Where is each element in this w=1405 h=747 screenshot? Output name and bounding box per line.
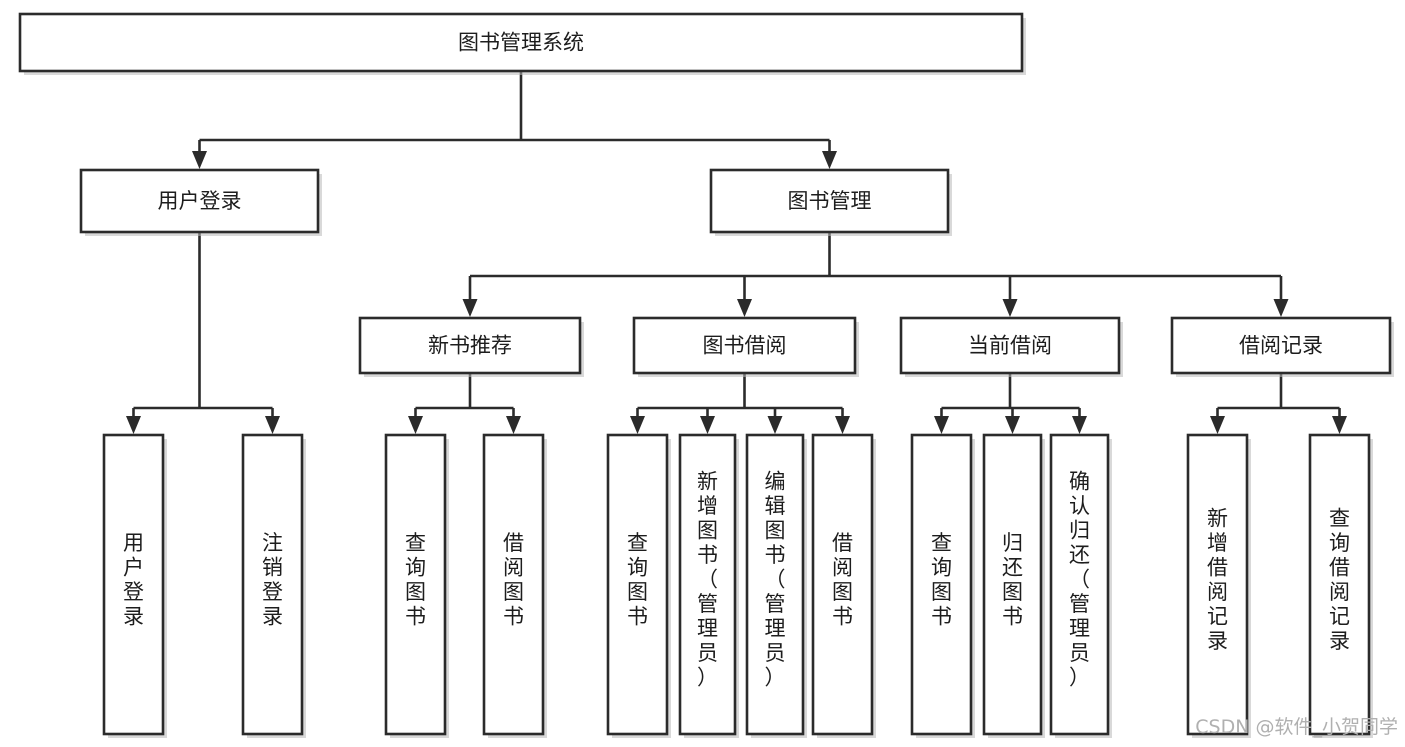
arrow-head-icon [506,416,521,434]
connector-layer [126,71,1347,434]
node-borrow-record[interactable]: 借阅记录 [1170,316,1394,377]
node-rect[interactable] [811,433,874,736]
arrow-head-icon [265,416,280,434]
node-rect[interactable] [632,316,857,375]
node-label: 借阅记录 [1239,334,1323,358]
node-borrow-query-book[interactable]: 查询图书 [606,433,671,738]
node-current-return-book[interactable]: 归还图书 [982,433,1045,738]
node-current-confirm-return-admin[interactable]: 确认归还（管理员） [1049,433,1112,738]
arrow-head-icon [822,151,837,169]
node-record-query-record[interactable]: 查询借阅记录 [1308,433,1373,738]
node-recommend-borrow-book[interactable]: 借阅图书 [482,433,547,738]
arrow-head-icon [700,416,715,434]
node-rect[interactable] [1049,433,1110,736]
node-rect[interactable] [982,433,1043,736]
node-label: 注销登录 [262,531,283,629]
arrow-head-icon [767,416,783,434]
node-borrow-borrow-book[interactable]: 借阅图书 [811,433,876,738]
node-label: 编辑图书（管理员） [765,470,786,690]
arrow-head-icon [1002,299,1018,317]
node-current-query-book[interactable]: 查询图书 [910,433,975,738]
node-layer: 图书管理系统用户登录用户登录注销登录图书管理新书推荐查询图书借阅图书图书借阅查询… [18,12,1394,738]
node-rect[interactable] [18,12,1024,73]
node-rect[interactable] [241,433,304,736]
node-rect[interactable] [606,433,669,736]
node-label: 图书管理系统 [458,31,584,55]
node-rect[interactable] [910,433,973,736]
node-label: 用户登录 [158,189,242,213]
node-new-book-recommend[interactable]: 新书推荐 [358,316,584,377]
node-rect[interactable] [79,168,320,234]
node-label: 新增借阅记录 [1207,506,1228,653]
node-rect[interactable] [1170,316,1392,375]
arrow-head-icon [630,416,645,434]
arrow-head-icon [126,416,141,434]
arrow-head-icon [934,416,949,434]
node-rect[interactable] [482,433,545,736]
node-label: 查询图书 [405,531,426,629]
node-label: 图书管理 [788,189,872,213]
arrow-head-icon [192,151,207,169]
node-label: 用户登录 [123,531,144,629]
node-book-management[interactable]: 图书管理 [709,168,952,236]
node-rect[interactable] [745,433,805,736]
node-borrow-add-book-admin[interactable]: 新增图书（管理员） [678,433,739,738]
node-root[interactable]: 图书管理系统 [18,12,1026,75]
node-label: 查询图书 [931,531,952,629]
node-rect[interactable] [384,433,447,736]
node-rect[interactable] [1308,433,1371,736]
node-user-login-leaf[interactable]: 用户登录 [102,433,167,738]
node-label: 查询借阅记录 [1329,506,1350,653]
node-borrow-edit-book-admin[interactable]: 编辑图书（管理员） [745,433,807,738]
node-user-logout-leaf[interactable]: 注销登录 [241,433,306,738]
node-label: 确认归还（管理员） [1069,470,1090,690]
node-label: 当前借阅 [968,334,1052,358]
node-record-add-record[interactable]: 新增借阅记录 [1186,433,1251,738]
node-book-borrow[interactable]: 图书借阅 [632,316,859,377]
node-current-borrow[interactable]: 当前借阅 [899,316,1123,377]
node-label: 借阅图书 [832,531,853,629]
node-rect[interactable] [709,168,950,234]
node-user-login[interactable]: 用户登录 [79,168,322,236]
arrow-head-icon [1332,416,1347,434]
arrow-head-icon [408,416,423,434]
arrow-head-icon [462,299,478,317]
arrow-head-icon [1005,416,1020,434]
arrow-head-icon [737,299,752,317]
arrow-head-icon [1072,416,1087,434]
node-label: 新增图书（管理员） [697,470,718,690]
csdn-watermark: CSDN @软件_小贺同学 [1195,716,1398,738]
arrow-head-icon [835,416,850,434]
node-label: 新书推荐 [428,334,512,358]
node-label: 归还图书 [1002,531,1023,629]
node-label: 借阅图书 [503,531,524,629]
node-recommend-query-book[interactable]: 查询图书 [384,433,449,738]
node-rect[interactable] [899,316,1121,375]
arrow-head-icon [1273,299,1289,317]
node-rect[interactable] [1186,433,1249,736]
node-rect[interactable] [102,433,165,736]
arrow-head-icon [1210,416,1225,434]
node-rect[interactable] [678,433,737,736]
node-label: 查询图书 [627,531,648,629]
node-rect[interactable] [358,316,582,375]
node-label: 图书借阅 [703,334,787,358]
